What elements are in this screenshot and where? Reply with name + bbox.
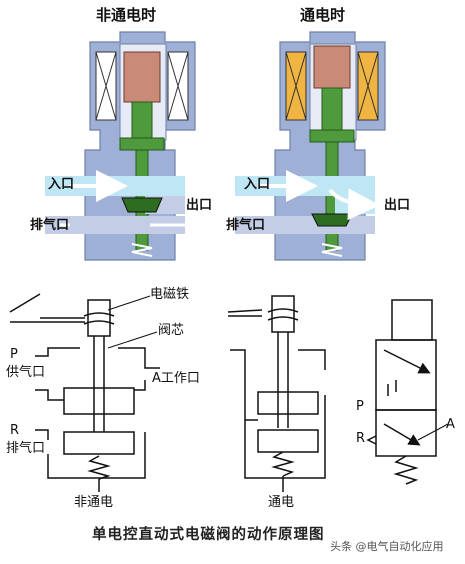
core-pointer xyxy=(107,331,158,349)
exhaust-channel-off xyxy=(45,216,185,234)
inlet-label-on: 入口 xyxy=(244,177,271,192)
a-port-label: A工作口 xyxy=(152,371,200,386)
exhaust-label-off: 排气口 xyxy=(30,218,70,233)
schematic-on xyxy=(227,295,326,492)
coil-label: 电磁铁 xyxy=(150,287,190,302)
p-port-label: P xyxy=(10,347,18,362)
state-off-label: 非通电 xyxy=(74,495,114,510)
plunger-on xyxy=(313,45,351,89)
title-off: 非通电时 xyxy=(96,6,157,24)
state-on-label: 通电 xyxy=(268,495,295,510)
plunger-off xyxy=(123,51,161,103)
coil-pointer xyxy=(107,295,151,311)
symbol-a-label: A xyxy=(446,417,455,432)
valve-on-illustration xyxy=(235,31,386,261)
symbol-r-label: R xyxy=(356,431,366,446)
title-on: 通电时 xyxy=(300,6,346,24)
r-port-label: R xyxy=(10,423,20,438)
figure-caption: 单电控直动式电磁阀的动作原理图 xyxy=(92,527,325,543)
core-label: 阀芯 xyxy=(158,323,185,338)
valve-symbol xyxy=(366,299,449,485)
valve-off-illustration xyxy=(45,31,196,261)
supply-label: 供气口 xyxy=(6,365,46,380)
symbol-p-label: P xyxy=(356,399,364,414)
exhaust-label-on: 排气口 xyxy=(226,218,266,233)
outlet-label-on: 出口 xyxy=(384,198,411,213)
outlet-label-off: 出口 xyxy=(186,198,213,213)
schematic-off xyxy=(9,293,160,492)
inlet-label-off: 入口 xyxy=(48,177,75,192)
exhaust-port-label: 排气口 xyxy=(6,441,46,456)
watermark: 头条 @电气自动化应用 xyxy=(330,540,444,553)
